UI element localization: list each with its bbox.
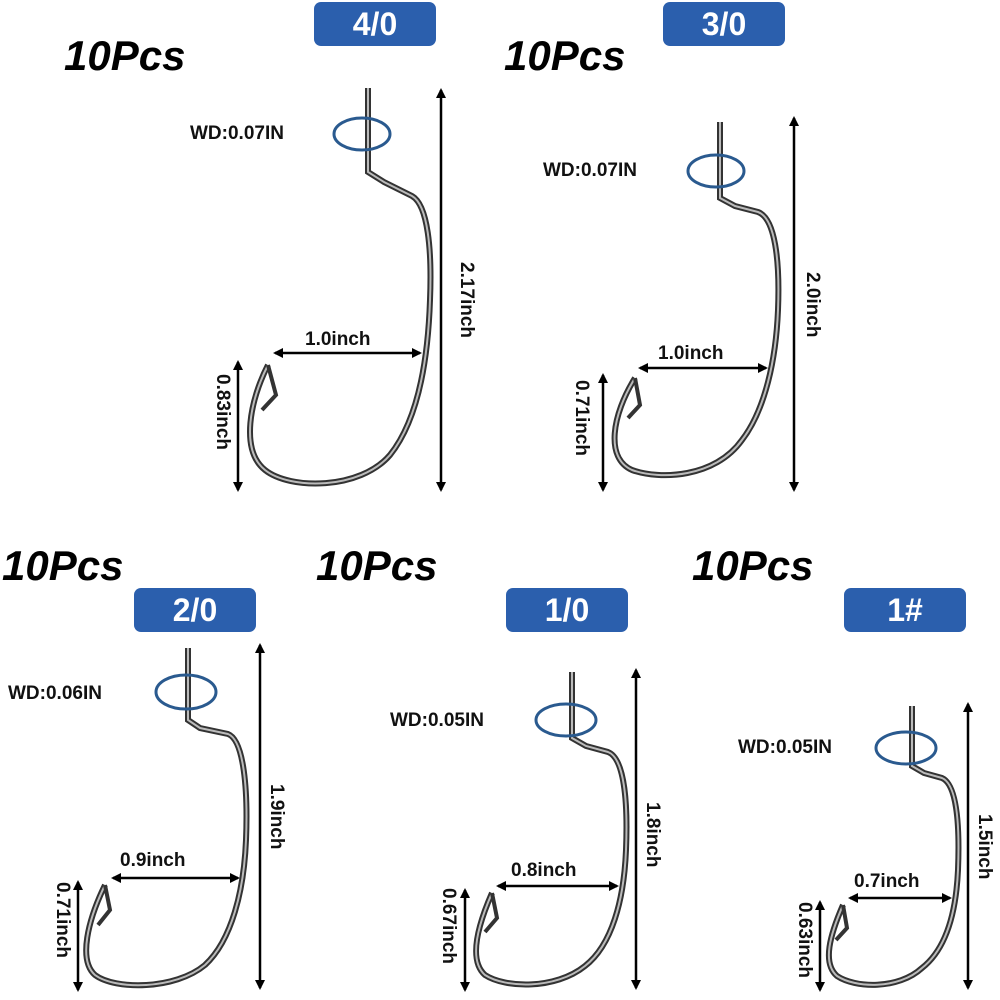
quantity-label: 10Pcs	[504, 32, 626, 79]
gap-label: 1.0inch	[305, 329, 371, 350]
bend-label: 0.83inch	[212, 374, 233, 451]
wire-diameter-label: WD:0.05IN	[738, 737, 832, 758]
size-badge: 1/0	[506, 588, 628, 632]
hook-1-hash	[815, 702, 973, 992]
hook-4-0	[233, 88, 446, 492]
hook-2-0	[73, 643, 265, 992]
length-label: 1.8inch	[642, 802, 663, 868]
size-badge: 1#	[844, 588, 966, 632]
bend-label: 0.67inch	[438, 888, 459, 965]
hook-wire	[247, 88, 434, 487]
gap-label: 0.7inch	[854, 871, 920, 892]
gap-label: 1.0inch	[658, 343, 724, 364]
bend-label: 0.71inch	[571, 380, 592, 457]
wire-diameter-label: WD:0.07IN	[543, 160, 637, 181]
wire-diameter-label: WD:0.07IN	[190, 123, 284, 144]
bend-label: 0.71inch	[52, 882, 73, 959]
wire-diameter-ring	[332, 116, 392, 152]
hook-1-0	[460, 668, 641, 992]
length-label: 1.9inch	[266, 784, 287, 850]
length-label: 2.0inch	[802, 272, 823, 338]
size-badge: 3/0	[663, 2, 785, 46]
quantity-label: 10Pcs	[692, 542, 814, 589]
gap-label: 0.8inch	[511, 860, 577, 881]
length-label: 1.5inch	[974, 814, 995, 880]
size-badge: 4/0	[314, 2, 436, 46]
hook-barb	[260, 364, 279, 412]
size-badge: 2/0	[134, 588, 256, 632]
quantity-label: 10Pcs	[2, 542, 124, 589]
quantity-label: 10Pcs	[64, 32, 186, 79]
wire-diameter-label: WD:0.06IN	[8, 683, 102, 704]
bend-label: 0.63inch	[794, 902, 815, 979]
wire-diameter-label: WD:0.05IN	[390, 710, 484, 731]
quantity-label: 10Pcs	[316, 542, 438, 589]
gap-label: 0.9inch	[120, 850, 186, 871]
hook-3-0	[598, 116, 799, 492]
length-label: 2.17inch	[456, 262, 477, 339]
